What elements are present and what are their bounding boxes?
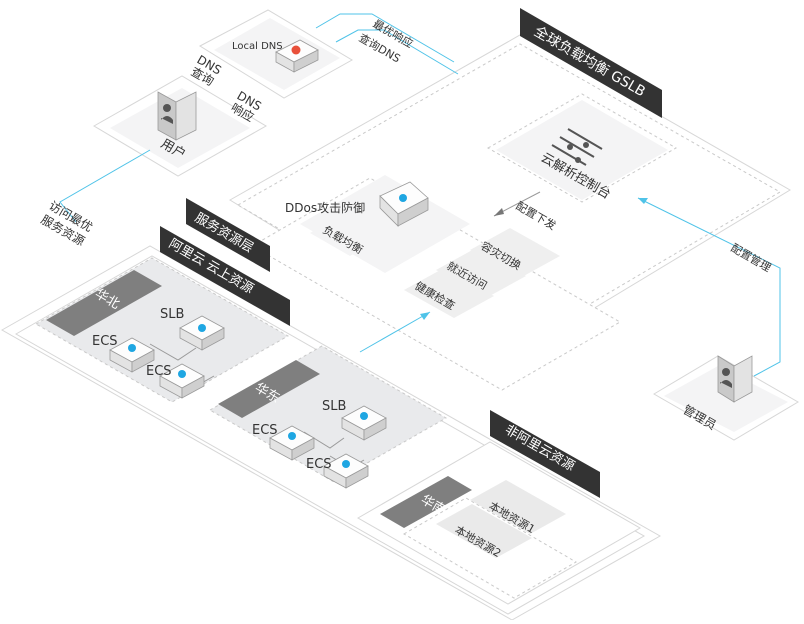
user-person-icon <box>157 91 197 141</box>
ecs-north-label-2: ECS <box>146 364 172 379</box>
aliyun-tag <box>160 226 290 326</box>
ecs-icon <box>109 337 155 373</box>
cloud-dns-console-icon <box>551 128 603 166</box>
south-china-band <box>380 476 472 528</box>
ddos-label: DDos攻击防御 <box>285 200 365 215</box>
ecs-icon <box>269 425 315 461</box>
ecs-icon <box>159 363 205 399</box>
slb-east-label: SLB <box>322 399 346 414</box>
ecs-east-label-2: ECS <box>306 457 332 472</box>
slb-icon <box>341 405 387 441</box>
service-layer-tag <box>186 198 270 272</box>
best-response-connector <box>315 13 455 63</box>
local-dns-icon <box>275 39 319 73</box>
config-manage-label: 配置管理 <box>729 240 774 274</box>
slb-north-label: SLB <box>160 307 184 322</box>
ecs-north-label-1: ECS <box>92 334 118 349</box>
ecs-icon <box>323 453 369 489</box>
admin-person-icon <box>717 355 753 403</box>
ecs-east-label-1: ECS <box>252 423 278 438</box>
north-china-band <box>46 270 162 336</box>
east-china-band <box>218 360 320 418</box>
ddos-shield-icon <box>379 181 429 227</box>
non-aliyun-tag <box>490 410 600 498</box>
local-dns-label: Local DNS <box>232 41 283 52</box>
query-dns-connector <box>335 29 459 75</box>
slb-icon <box>179 315 225 351</box>
health-check-connector <box>359 311 431 353</box>
config-manage-connector <box>637 197 781 377</box>
gslb-title-tag <box>520 8 662 118</box>
access-connector <box>59 149 151 223</box>
